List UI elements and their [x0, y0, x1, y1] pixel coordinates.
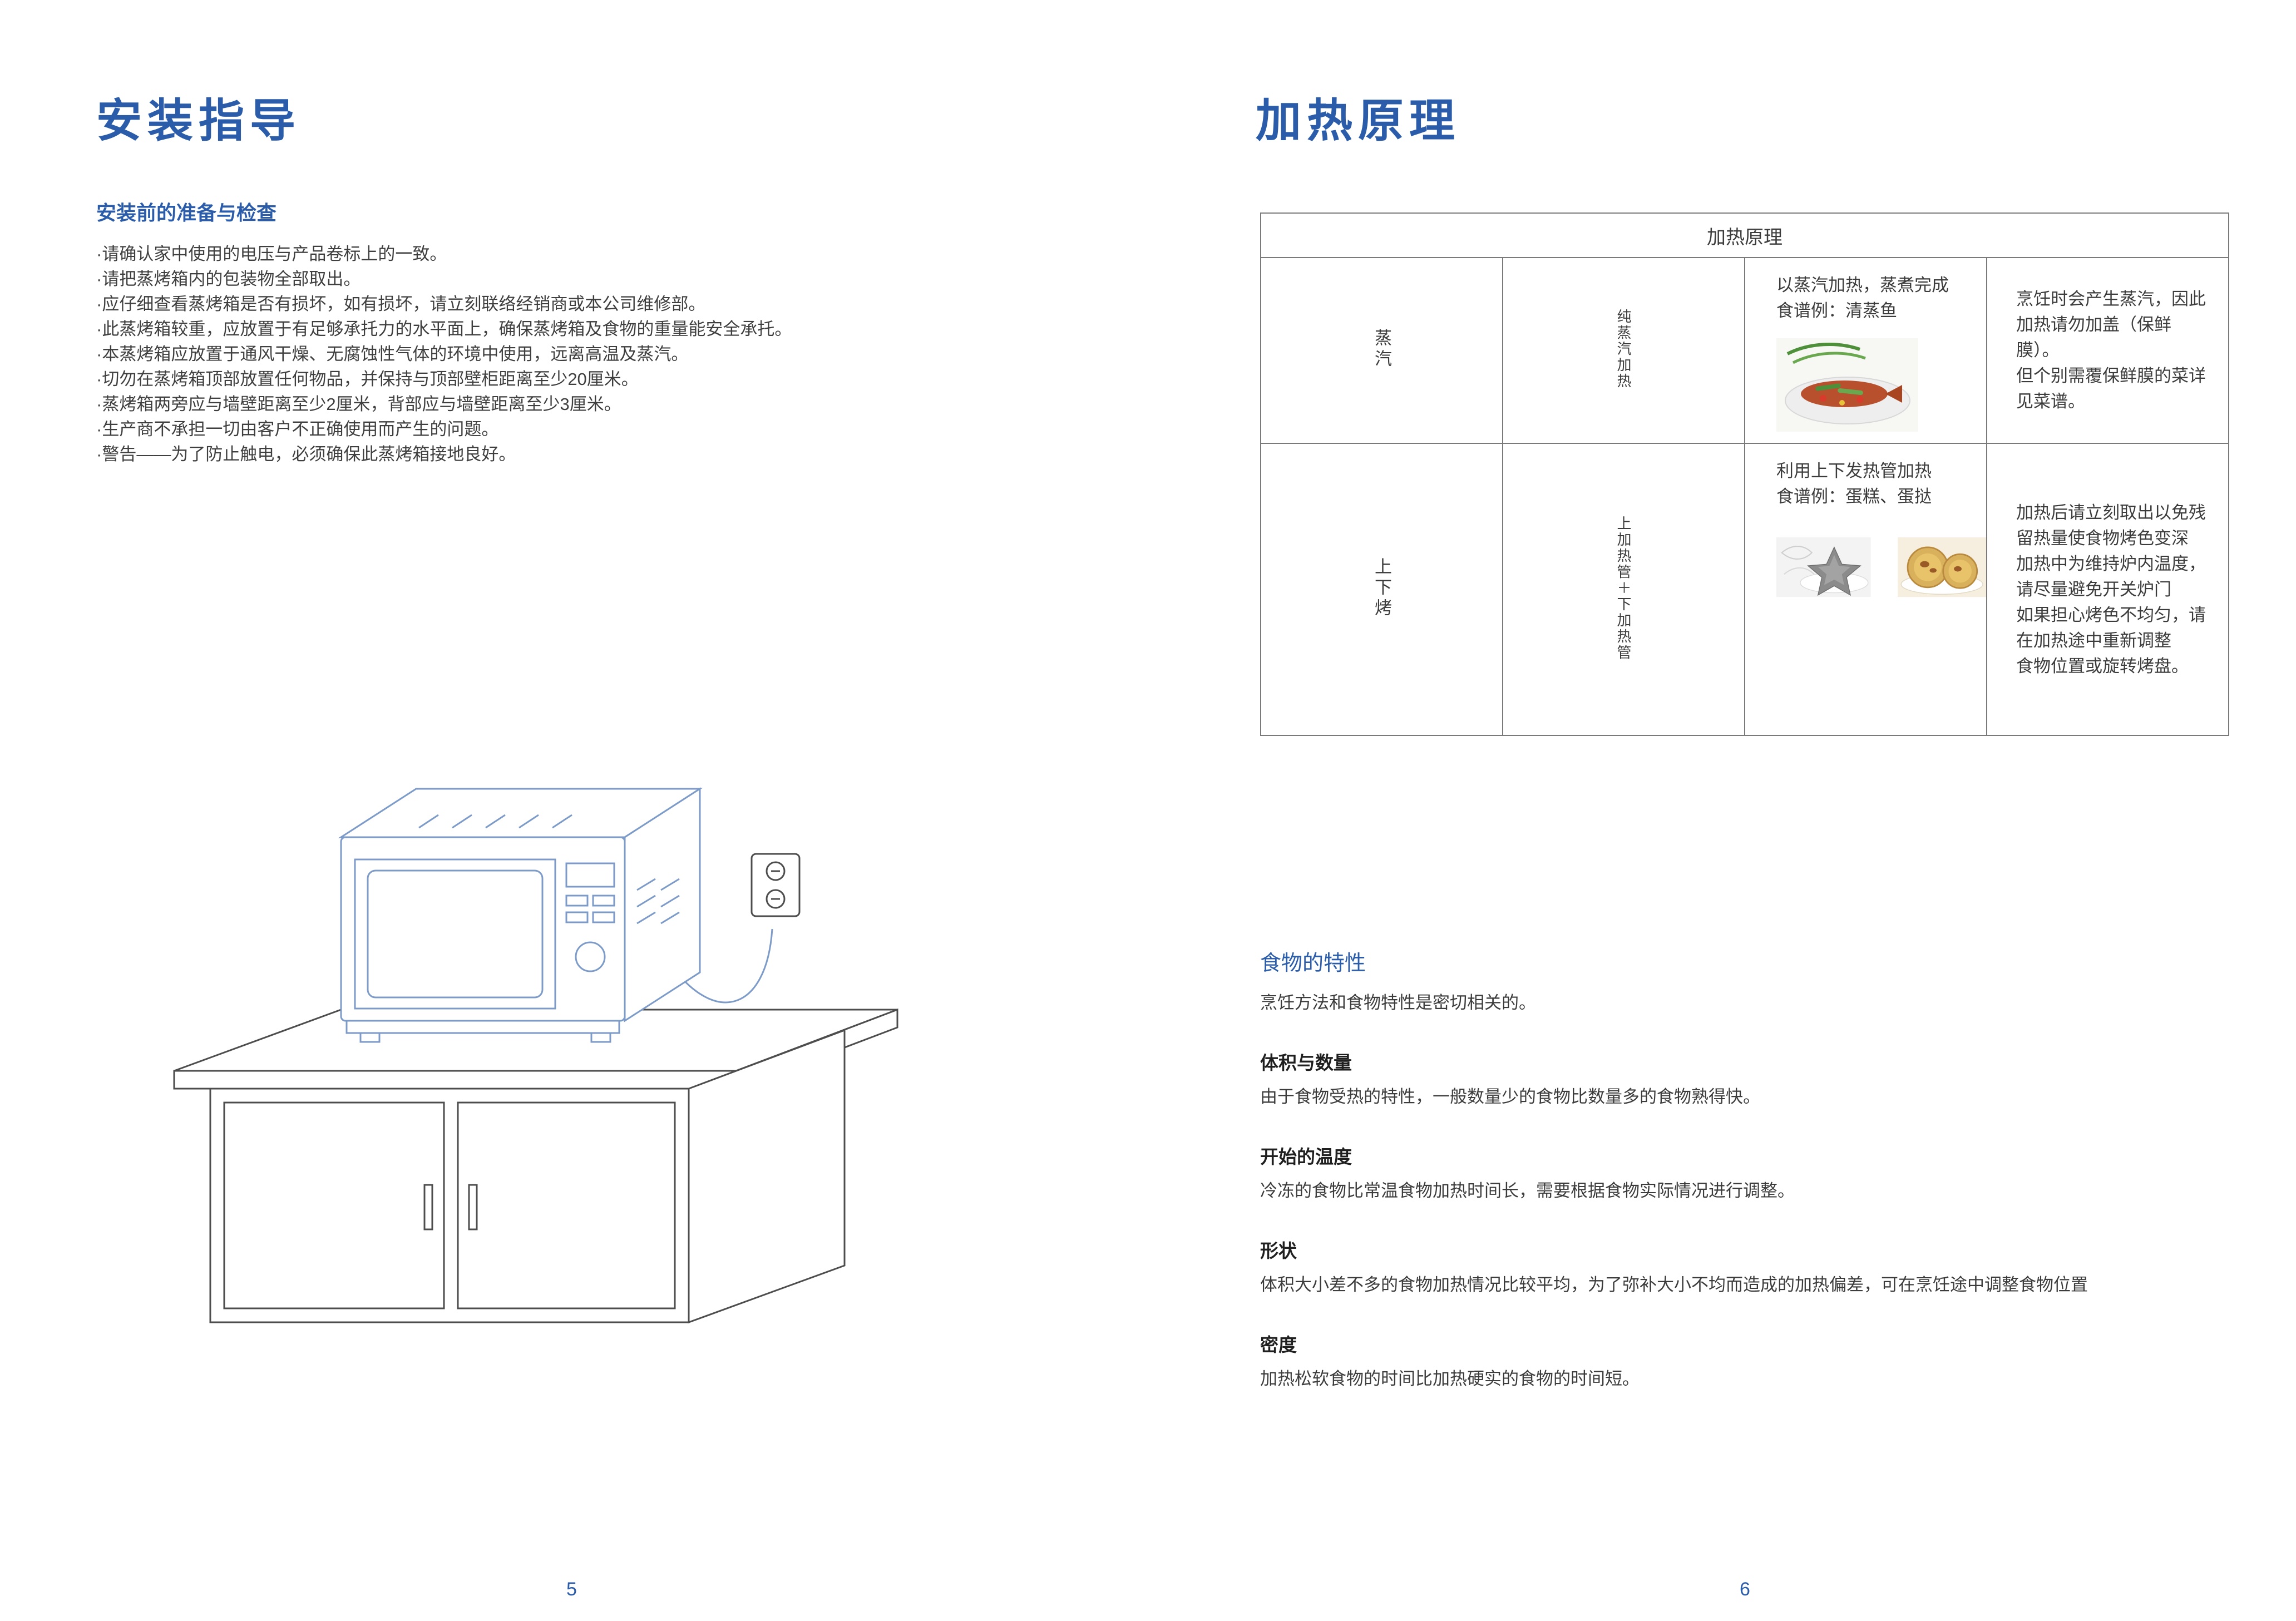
steamed-fish-photo [1776, 338, 1918, 432]
mode-label-bake: 上下烤 [1372, 557, 1391, 619]
steam-description: 以蒸汽加热，蒸煮完成 [1776, 275, 1949, 295]
table-header: 加热原理 [1260, 212, 2229, 258]
heating-principle-table: 加热原理 蒸汽 纯蒸汽加热 以蒸汽加热，蒸煮完成 食谱例：清蒸鱼 [1260, 212, 2229, 736]
food-characteristics-section: 食物的特性 烹饪方法和食物特性是密切相关的。 体积与数量 由于食物受热的特性，一… [1260, 946, 2231, 1390]
bullet-item: ·蒸烤箱两旁应与墙壁距离至少2厘米，背部应与墙壁距离至少3厘米。 [96, 394, 621, 414]
page-title-installation: 安装指导 [96, 96, 302, 146]
food-item-density: 密度 加热松软食物的时间比加热硬实的食物的时间短。 [1260, 1330, 2231, 1390]
food-item-shape: 形状 体积大小差不多的食物加热情况比较平均，为了弥补大小不均而造成的加热偏差，可… [1260, 1236, 2231, 1296]
table-row-bake: 上下烤 上加热管＋下加热管 利用上下发热管加热 食谱例：蛋糕、蛋挞 [1260, 443, 2229, 736]
food-item-title: 形状 [1260, 1241, 1297, 1261]
steam-note: 烹饪时会产生蒸汽，因此加热请勿加盖（保鲜膜）。 但个别需覆保鲜膜的菜详见菜谱。 [2016, 289, 2206, 411]
food-section-intro: 烹饪方法和食物特性是密切相关的。 [1260, 993, 1536, 1012]
food-item-volume: 体积与数量 由于食物受热的特性，一般数量少的食物比数量多的食物熟得快。 [1260, 1048, 2231, 1108]
steam-oven-drawing [338, 787, 801, 1043]
egg-tart-photo [1897, 537, 1986, 597]
bullet-item: ·此蒸烤箱较重，应放置于有足够承托力的水平面上，确保蒸烤箱及食物的重量能安全承托… [96, 319, 792, 339]
bullet-item: ·请把蒸烤箱内的包装物全部取出。 [96, 269, 361, 289]
bullet-item: ·请确认家中使用的电压与产品卷标上的一致。 [96, 244, 447, 264]
oven-on-cabinet-illustration [157, 723, 975, 1380]
oven-cabinet-line-art [173, 787, 898, 1324]
section-heading-preparation: 安装前的准备与检查 [96, 201, 277, 224]
page-installation-guide: 安装指导 安装前的准备与检查 ·请确认家中使用的电压与产品卷标上的一致。 ·请把… [96, 0, 1114, 1621]
table-row-steam: 蒸汽 纯蒸汽加热 以蒸汽加热，蒸煮完成 食谱例：清蒸鱼 [1260, 257, 2229, 444]
steam-recipe-example: 食谱例：清蒸鱼 [1776, 301, 1897, 320]
page-heating-principle: 加热原理 加热原理 蒸汽 纯蒸汽加热 以蒸汽加热，蒸煮完成 食谱例 [1256, 0, 2235, 1621]
page-number: 5 [566, 1579, 577, 1600]
bullet-item: ·本蒸烤箱应放置于通风干燥、无腐蚀性气体的环境中使用，远离高温及蒸汽。 [96, 344, 689, 364]
food-item-start-temperature: 开始的温度 冷冻的食物比常温食物加热时间长，需要根据食物实际情况进行调整。 [1260, 1142, 2231, 1202]
cabinet-drawing [173, 1008, 898, 1324]
bake-note: 加热后请立刻取出以免残留热量使食物烤色变深 加热中为维持炉内温度，请尽量避免开关… [2016, 502, 2206, 676]
method-label-pure-steam: 纯蒸汽加热 [1615, 309, 1632, 389]
page-number: 6 [1740, 1579, 1750, 1600]
food-item-text: 由于食物受热的特性，一般数量少的食物比数量多的食物熟得快。 [1260, 1087, 1760, 1106]
page-title-heating: 加热原理 [1256, 96, 1461, 146]
bake-description: 利用上下发热管加热 [1776, 461, 1932, 481]
cake-photo [1776, 537, 1871, 597]
food-item-text: 加热松软食物的时间比加热硬实的食物的时间短。 [1260, 1369, 1640, 1388]
mode-label-steam: 蒸汽 [1372, 328, 1391, 370]
food-item-text: 体积大小差不多的食物加热情况比较平均，为了弥补大小不均而造成的加热偏差，可在烹饪… [1260, 1275, 2088, 1294]
food-item-title: 密度 [1260, 1335, 1297, 1355]
food-item-title: 体积与数量 [1260, 1052, 1352, 1073]
preparation-bullet-list: ·请确认家中使用的电压与产品卷标上的一致。 ·请把蒸烤箱内的包装物全部取出。 ·… [96, 241, 1114, 467]
bullet-item: ·切勿在蒸烤箱顶部放置任何物品，并保持与顶部壁柜距离至少20厘米。 [96, 369, 639, 389]
food-section-heading: 食物的特性 [1260, 952, 1366, 975]
bake-recipe-example: 食谱例：蛋糕、蛋挞 [1776, 487, 1932, 506]
food-item-text: 冷冻的食物比常温食物加热时间长，需要根据食物实际情况进行调整。 [1260, 1181, 1795, 1200]
method-label-heaters: 上加热管＋下加热管 [1615, 515, 1632, 661]
food-item-title: 开始的温度 [1260, 1146, 1352, 1167]
bullet-item: ·生产商不承担一切由客户不正确使用而产生的问题。 [96, 419, 499, 439]
wall-outlet-drawing [750, 853, 801, 917]
bullet-item: ·应仔细查看蒸烤箱是否有损坏，如有损坏，请立刻联络经销商或本公司维修部。 [96, 294, 706, 314]
bullet-item: ·警告——为了防止触电，必须确保此蒸烤箱接地良好。 [96, 444, 516, 464]
